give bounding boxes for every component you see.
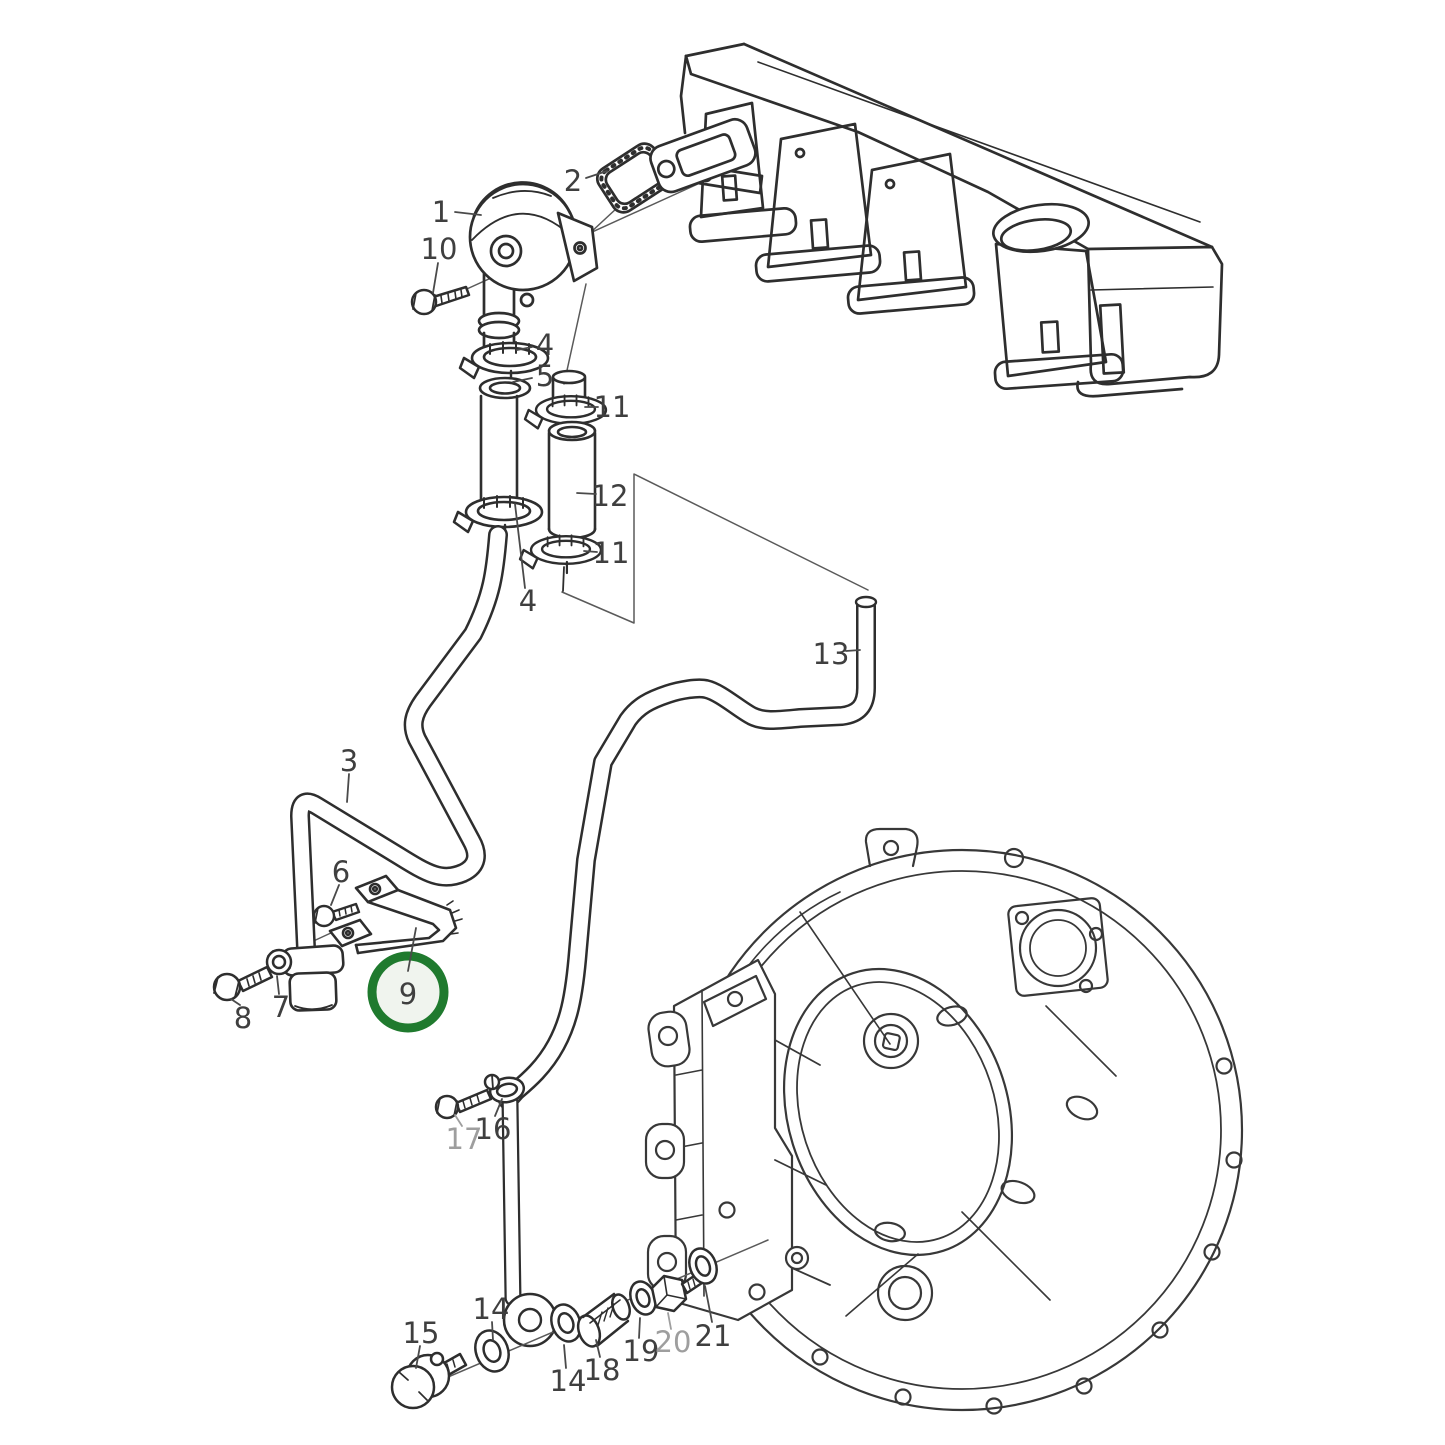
drain-port xyxy=(784,1245,810,1271)
leader-line-9-12 xyxy=(407,927,417,972)
leader-line-21-23 xyxy=(704,1285,713,1323)
part-label-14-19[interactable]: 14 xyxy=(550,1364,587,1398)
leader-line-2-1 xyxy=(585,170,608,179)
part-label-2-1[interactable]: 2 xyxy=(564,164,582,198)
leader-line-10-2 xyxy=(432,262,439,294)
leader-line-19-21 xyxy=(638,1317,641,1339)
connector-block-drawing xyxy=(649,117,757,194)
leader-line-8-14 xyxy=(230,998,241,1006)
drain-pipe-drawing xyxy=(501,1093,558,1348)
leader-line-6-11 xyxy=(330,884,340,906)
leader-line-18-20 xyxy=(595,1339,601,1358)
hose-end-connector-drawing xyxy=(281,944,345,1012)
flywheel-housing-drawing xyxy=(412,827,1244,1415)
washer-19 xyxy=(629,1280,657,1316)
hose-13-drawing xyxy=(498,595,878,1110)
part-label-12-6[interactable]: 12 xyxy=(592,479,629,513)
leader-line-15-17 xyxy=(415,1345,421,1369)
bolt-17-drawing xyxy=(434,1088,493,1120)
leader-line-14-18 xyxy=(491,1321,494,1341)
leader-line-11-7 xyxy=(583,550,598,553)
bolt-8-drawing xyxy=(212,965,274,1002)
part-label-5-4[interactable]: 5 xyxy=(536,359,554,393)
leader-line-4-3 xyxy=(516,346,533,351)
clamp-11-lower xyxy=(518,534,603,575)
leader-line-16-15 xyxy=(494,1098,503,1117)
part-label-20-22[interactable]: 20 xyxy=(655,1325,692,1359)
part-label-19-21[interactable]: 19 xyxy=(623,1334,660,1368)
clamp-16-drawing xyxy=(483,1073,526,1104)
reference-plane xyxy=(561,473,869,624)
hose-3-drawing xyxy=(290,525,508,958)
part-label-4-3[interactable]: 4 xyxy=(536,328,554,362)
part-label-6-11[interactable]: 6 xyxy=(332,855,350,889)
part-label-17-16[interactable]: 17 xyxy=(446,1122,483,1156)
oil-separator-drawing xyxy=(468,181,599,354)
leader-line-7-13 xyxy=(276,975,280,995)
fitting-row-drawing xyxy=(390,1247,718,1410)
leader-line-13-10 xyxy=(845,649,861,652)
part-label-8-14[interactable]: 8 xyxy=(234,1001,252,1035)
part-label-21-23[interactable]: 21 xyxy=(695,1319,732,1353)
pipe-column-drawing xyxy=(452,340,608,592)
leader-line-12-6 xyxy=(576,492,597,495)
bracket-9-drawing xyxy=(328,874,463,955)
part-label-15-17[interactable]: 15 xyxy=(403,1316,440,1350)
part-label-11-5[interactable]: 11 xyxy=(594,390,631,424)
bolt-6-drawing xyxy=(312,902,361,928)
part-label-3-9[interactable]: 3 xyxy=(340,744,358,778)
washer-21 xyxy=(688,1247,718,1285)
grommet-7-drawing xyxy=(265,948,293,976)
leader-line-5-4 xyxy=(512,377,533,383)
bolt-10-drawing xyxy=(410,285,471,316)
part-label-11-7[interactable]: 11 xyxy=(593,536,630,570)
part-label-13-10[interactable]: 13 xyxy=(813,637,850,671)
leader-line-3-9 xyxy=(346,773,350,803)
part-label-14-18[interactable]: 14 xyxy=(473,1292,510,1326)
leader-line-17-16 xyxy=(454,1114,463,1127)
part-label-16-15[interactable]: 16 xyxy=(475,1112,512,1146)
part-label-4-8[interactable]: 4 xyxy=(519,584,537,618)
part-label-1-0[interactable]: 1 xyxy=(432,195,450,229)
highlight-ring xyxy=(367,951,449,1033)
part-label-9-12[interactable]: 9 xyxy=(399,977,417,1011)
part-label-7-13[interactable]: 7 xyxy=(272,990,290,1024)
leader-line-20-22 xyxy=(667,1312,672,1330)
leader-line-14-19 xyxy=(563,1344,567,1369)
washer-14-left xyxy=(474,1329,510,1373)
part-label-10-2[interactable]: 10 xyxy=(421,232,458,266)
part-label-18-20[interactable]: 18 xyxy=(584,1353,621,1387)
valve-cover-drawing xyxy=(679,42,1224,398)
leader-line-4-8 xyxy=(514,503,526,589)
leader-line-1-0 xyxy=(454,211,482,216)
